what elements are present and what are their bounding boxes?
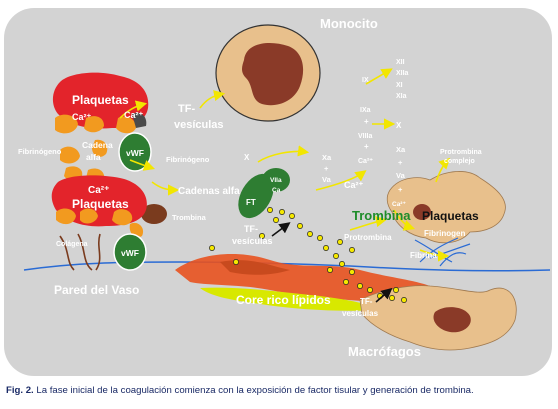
plaquetas-mid-label: Plaquetas: [72, 197, 129, 211]
tf-vesiculas-bottom-label-2: vesículas: [342, 309, 379, 318]
pared-del-vaso-label: Pared del Vaso: [54, 283, 139, 297]
protrombina-complejo-label: Protrombina: [440, 149, 482, 156]
ca2-label-d: Ca²⁺: [358, 158, 373, 165]
tf-vesiculas-top-label-2: vesículas: [174, 119, 224, 131]
colagena-label: Colágena: [56, 241, 88, 248]
tf-vesiculas-top-label: TF-: [178, 103, 195, 115]
factor-xiia-label: XIIa: [396, 70, 409, 77]
viia-label: VIIa: [270, 177, 282, 184]
caption-prefix: Fig. 2.: [6, 385, 34, 396]
factor-ix-label: IX: [362, 77, 369, 84]
pathway-arrows: [119, 68, 451, 262]
factor-ixa-label: IXa: [360, 107, 371, 114]
fibrinogen-label: Fibrinogen: [424, 229, 465, 238]
plus-label-5: +: [398, 185, 403, 194]
factor-xia-label: XIa: [396, 93, 407, 100]
factor-xa-label-2: Xa: [396, 145, 406, 154]
plus-label-4: +: [398, 158, 403, 167]
protrombina-complejo-label-2: complejo: [444, 158, 475, 165]
tf-vesicle-dots: [209, 207, 407, 303]
cadenas-alfa-label: Cadenas alfa: [178, 186, 240, 197]
ft-label: FT: [246, 198, 256, 207]
plaquetas-right-label: Plaquetas: [422, 209, 479, 223]
caption-text: La fase inicial de la coagulación comien…: [33, 385, 474, 396]
ca2-label-c: Ca²⁺: [88, 185, 109, 196]
macrofagos-label: Macrófagos: [348, 344, 421, 359]
ca2-label-f: Ca²⁺: [392, 201, 406, 208]
vwf-bottom-label: vWF: [121, 248, 139, 258]
tissue-factor-cell: [238, 168, 290, 219]
trombina-left-label: Trombina: [172, 213, 207, 222]
x-right-label: X: [396, 121, 402, 130]
right-platelet: [386, 171, 506, 244]
viia-ca-label: Ca: [272, 187, 281, 194]
black-arrows: [271, 222, 393, 303]
plaquetas-top-label: Plaquetas: [72, 93, 129, 107]
cadena-alfa-label: Cadena: [82, 140, 113, 150]
trombina-green-label: Trombina: [352, 208, 411, 223]
plus-label-1: +: [364, 117, 369, 126]
monocito-label: Monocito: [320, 16, 378, 31]
factor-xii-label: XII: [396, 59, 405, 66]
tf-vesiculas-mid-label: TF-: [244, 224, 258, 234]
x-left-label: X: [244, 153, 250, 162]
cadena-alfa-label-2: alfa: [86, 152, 101, 162]
ca2-label-b: Ca²⁺: [124, 110, 144, 120]
ca2-label-e: Ca²⁺: [344, 180, 364, 190]
fibrinogeno-mid-label: Fibrinógeno: [166, 155, 210, 164]
vwf-top-label: vWF: [126, 148, 144, 158]
protrombina-label: Protrombina: [344, 233, 392, 242]
fibrinogeno-left-label: Fibrinógeno: [18, 147, 62, 156]
figure-caption: Fig. 2. La fase inicial de la coagulació…: [6, 385, 556, 396]
factor-viiia-label: VIIIa: [358, 133, 373, 140]
factor-xa-label-1: Xa: [322, 153, 332, 162]
plus-label-3: +: [324, 164, 329, 173]
core-rico-lipidos-label: Core rico lípidos: [236, 293, 331, 307]
lipid-core: [175, 254, 440, 311]
macrophage-cell: [359, 285, 517, 351]
plus-label-2: +: [364, 142, 369, 151]
factor-va-label-2: Va: [396, 171, 406, 180]
tf-vesiculas-bottom-label: TF-: [360, 297, 373, 306]
tf-vesiculas-mid-label-2: vesículas: [232, 236, 273, 246]
ca2-label-a: Ca²⁺: [72, 112, 92, 122]
monocyte-cell: [215, 24, 321, 122]
factor-xi-label: XI: [396, 82, 403, 89]
factor-va-label-1: Va: [322, 175, 332, 184]
fibrina-label: Fibrina: [410, 251, 437, 260]
